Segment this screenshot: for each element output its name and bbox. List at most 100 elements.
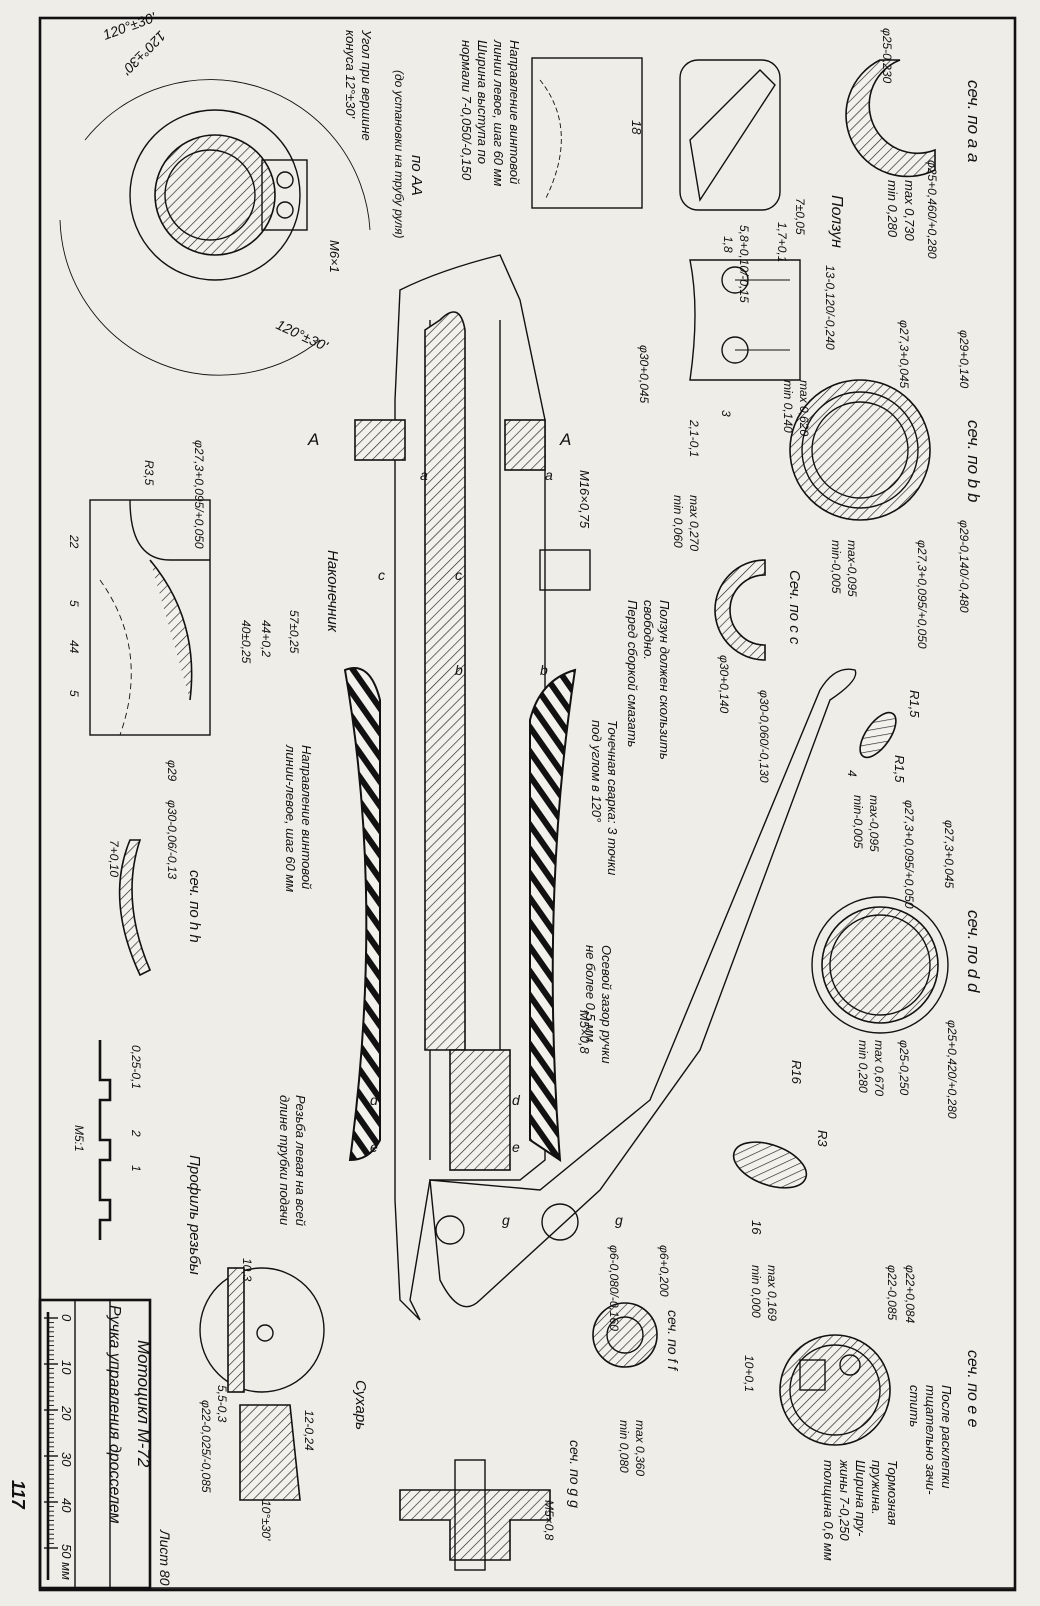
dim-s18h: 18 (629, 120, 644, 135)
dim-s18: 1,8 (721, 236, 735, 253)
sheet-title-2: Ручка управления дросселем (106, 1305, 123, 1524)
note-helix-tip-2: линии-левое, шаг 60 мм (283, 744, 298, 892)
cracker-view: Сухарь 10,3 5,5-0,3 φ22-0,025/-0,085 12-… (199, 1258, 369, 1541)
section-cc-title: Сеч. по с с (786, 570, 803, 645)
dim-t29: φ29 (165, 760, 179, 782)
dim-d25-dd: φ25-0,250 (897, 1040, 911, 1096)
cracker-body (199, 1267, 325, 1393)
slider-front-hidden (539, 79, 562, 201)
dim-d273-dd: φ27,3+0,045 (942, 820, 956, 889)
slider-view: Ползун 7±0,05 1,7+0,1 5,8+0,10/-0,15 1,8… (637, 59, 845, 457)
mark-a-left: а (420, 467, 428, 483)
mark-b-left: b (455, 662, 463, 678)
sheet-frame (38, 16, 1017, 1592)
section-cc-shape (714, 559, 766, 661)
note-spring-3: Ширина пру- (853, 1460, 868, 1537)
mark-b-right: b (540, 662, 548, 678)
dim-c10: 10°±30' (259, 1500, 273, 1541)
dim-max-bb: max 0,620 (797, 380, 811, 436)
slider-helix-note: Направление винтовой линии левое, шаг 60… (459, 39, 522, 187)
title-block-frame (38, 1298, 152, 1590)
mark-d-left: d (370, 1092, 379, 1108)
title-block: Мотоцикл М-72 Ручка управления дросселем… (8, 1298, 173, 1590)
section-ee-hole (839, 1354, 861, 1376)
section-ee-outer (779, 1334, 891, 1446)
thread-profile: Профиль резьбы 0,25-0,1 2 1 М5:1 (72, 1040, 203, 1275)
dim-t30: φ30-0,06/-0,13 (165, 800, 179, 880)
note-helix-slider-2: линии левое, шаг 60 мм (491, 39, 506, 187)
section-dd-ring (821, 906, 939, 1024)
dim-min-bb: min 0,140 (781, 380, 795, 433)
section-ee-inner (789, 1344, 881, 1436)
note-after-1: После расклепки (939, 1385, 954, 1489)
section-ee-title: сеч. по е е (964, 1350, 981, 1428)
page-number: 117 (8, 1480, 28, 1510)
dim-c55: 5,5-0,3 (215, 1385, 229, 1423)
scale-tick-label: 50 мм (59, 1544, 74, 1580)
dim-p1: 1 (129, 1165, 143, 1172)
lever-pivot (541, 1203, 579, 1241)
assembly-notes: Ползун должен скользить свободно. Перед … (277, 600, 672, 1226)
dim-ee-max: max 0,169 (765, 1265, 779, 1321)
section-aa-title: сеч. по а а (964, 80, 983, 162)
tip-helix (149, 559, 193, 701)
dim-m5b: М5×0,8 (542, 1500, 556, 1541)
section-dd-title: сеч. по d d (964, 910, 983, 993)
note-helix-slider-1: Направление винтовой (507, 40, 522, 184)
note-helix-slider-4: нормали 7-0,050/-0,150 (459, 40, 474, 181)
mark-c-left: с (378, 567, 385, 583)
handle-tube-outline (394, 254, 546, 1321)
grip-rubber-left (343, 667, 381, 1162)
dim-d273p-bb: φ27,3+0,095/+0,050 (915, 540, 929, 649)
section-ee-key (799, 1359, 826, 1391)
dim-hh7: 7+0,10 (107, 840, 121, 877)
note-weld-1: Точечная сварка: 3 точки (605, 720, 620, 875)
dim-min-aa: min 0,280 (885, 180, 900, 238)
scale-tick-label: 30 (59, 1452, 74, 1467)
section-bb-inner (811, 401, 909, 499)
dim-ee10: 10+0,1 (742, 1355, 756, 1392)
view-aa-clamp (261, 159, 308, 231)
dim-t-d273: φ27,3+0,095/+0,050 (192, 440, 206, 549)
sheet-title-1: Мотоцикл М-72 (134, 1340, 153, 1468)
lever-section-r16: R16 R3 16 (732, 1060, 830, 1235)
section-hh-shape (118, 839, 152, 977)
handle-end-insert (449, 1049, 511, 1171)
tip-nut-left (354, 419, 406, 461)
note-spring-2: пружина. (869, 1460, 884, 1515)
slider-body (679, 59, 781, 211)
dim-pm: М5:1 (72, 1125, 86, 1152)
dim-t44: 44 (67, 640, 81, 654)
dim-d30-cc: φ30+0,140 (717, 655, 731, 714)
dim-c12: 12-0,24 (302, 1410, 316, 1451)
lever-section-r15: R1,5 R1,5 4 (845, 690, 922, 783)
section-ff: сеч. по f f φ6+0,200 φ6-0,080/-0,160 max… (592, 1245, 681, 1476)
dim-s21: 2,1-0,1 (687, 419, 701, 457)
dim-d273p-dd: φ27,3+0,095/+0,050 (902, 800, 916, 909)
section-ff-shape (592, 1302, 658, 1368)
dim-s7: 7±0,05 (793, 198, 807, 235)
mark-g-right: g (615, 1212, 623, 1228)
dim-d25p-dd: φ25+0,420/+0,280 (945, 1020, 959, 1119)
section-ff-title: сеч. по f f (665, 1310, 681, 1372)
dim-ff6p: φ6+0,200 (657, 1245, 671, 1297)
dim-t44b: 44+0,2 (259, 620, 273, 657)
throttle-cable-tube (424, 311, 466, 1051)
note-cone-1: Угол при вершине (359, 29, 374, 141)
section-cc: Сеч. по с с max 0,270 min 0,060 φ30+0,14… (671, 495, 803, 783)
mark-d-right: d (512, 1092, 521, 1108)
section-gg-screw (454, 1459, 486, 1571)
dim-r16: R16 (789, 1060, 804, 1085)
dim-p2: 2 (129, 1129, 143, 1137)
slider-front-body (531, 57, 643, 209)
slider-front: 18 (531, 57, 644, 209)
dim-t5b: 5 (67, 690, 81, 697)
dim-d29-bb: φ29+0,140 (957, 330, 971, 389)
note-helix-tip-1: Направление винтовой (299, 745, 314, 889)
thread-profile-title: Профиль резьбы (186, 1155, 203, 1275)
dim-max-dd: max-0,095 (867, 795, 881, 852)
dim-c103: 10,3 (240, 1258, 254, 1282)
dim-s3: 3 (719, 410, 733, 417)
thread-profile-line (98, 1040, 112, 1240)
mark-g-left: g (502, 1212, 510, 1228)
